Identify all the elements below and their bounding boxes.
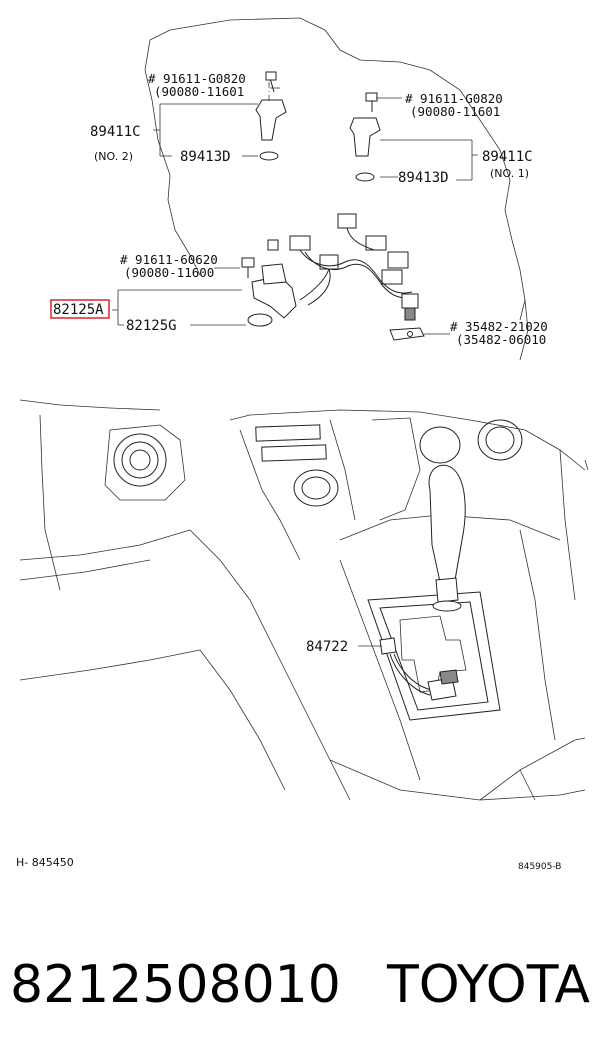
- label-ref-right: 845905-B: [518, 862, 561, 872]
- label-ring-left: 89413D: [180, 149, 231, 165]
- leader-lines-upper: [112, 87, 478, 335]
- label-sensor-left: 89411C: [90, 124, 141, 140]
- label-sensor-right-no: (NO. 1): [490, 167, 529, 180]
- label-sensor-left-no: (NO. 2): [94, 150, 133, 163]
- label-shift-part: 84722: [306, 639, 348, 655]
- sensor-right-drawing: [349, 92, 381, 182]
- label-ref-left: H- 845450: [16, 856, 74, 869]
- label-bolt-top-right: # 91611-G0820: [405, 91, 503, 106]
- label-bolt-mid-alt: (90080-11600: [124, 265, 214, 280]
- label-clamp-alt: (35482-06010: [456, 332, 546, 347]
- label-bolt-top-right-alt: (90080-11601: [410, 104, 500, 119]
- label-highlight-part: 82125A: [53, 302, 104, 318]
- label-bolt-top-left-alt: (90080-11601: [154, 84, 244, 99]
- label-sensor-right: 89411C: [482, 149, 533, 165]
- sensor-left-drawing: [255, 71, 287, 161]
- footer: 8212508010 TOYOTA: [0, 930, 600, 1040]
- label-ring-right: 89413D: [398, 170, 449, 186]
- part-number: 8212508010: [10, 955, 341, 1015]
- label-bolt-top-left: # 91611-G0820: [148, 71, 246, 86]
- harness-drawing: [241, 213, 425, 341]
- labels-upper: # 91611-G0820 (90080-11601 89411C (NO. 2…: [50, 71, 548, 347]
- label-clamp: # 35482-21020: [450, 319, 548, 334]
- interior-drawing: [19, 399, 589, 801]
- labels-lower: 84722 H- 845450 845905-B: [16, 639, 561, 872]
- label-bolt-mid: # 91611-60620: [120, 252, 218, 267]
- brand-name: TOYOTA: [387, 955, 590, 1015]
- label-ring-mid: 82125G: [126, 318, 177, 334]
- harness-outline: [144, 17, 529, 361]
- highlight-box: [50, 299, 110, 319]
